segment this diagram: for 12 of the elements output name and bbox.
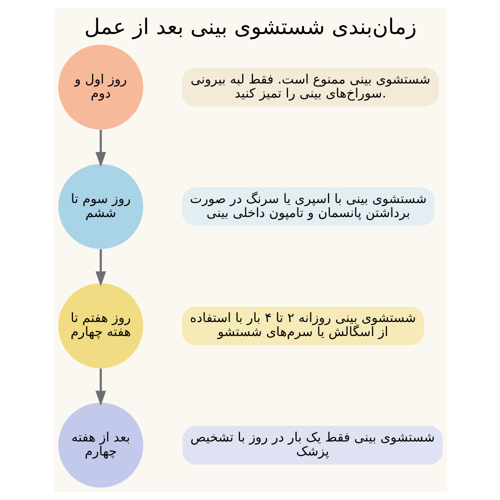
node-box: شستشوی بینی با اسپری یا سرنگ در صورت برداشتن پانسمان و تامپون داخلی بینی <box>181 187 434 226</box>
arrow <box>95 130 106 168</box>
node-circle: روز هفتم تا هفته چهارم <box>58 283 143 368</box>
node-box: شستشوی بینی ممنوع است. فقط لبه بیرونی سوراخ‌های بینی را تمیز کنید. <box>181 68 438 106</box>
node-box: شستشوی بینی فقط یک بار در روز با تشخیص پزشک <box>182 426 442 464</box>
node-box: شستشوی بینی روزانه ۲ تا ۴ بار با استفاده از اسگالش یا سرم‌های شستشو <box>181 306 424 346</box>
node-circle: بعد از هفته چهارم <box>58 402 143 488</box>
node-circle: روز سوم تا ششم <box>58 164 143 249</box>
diagram-title: زمان‌بندی شستشوی بینی بعد از عمل <box>84 14 416 40</box>
arrow <box>95 368 106 406</box>
arrow <box>95 249 106 286</box>
node-circle: روز اول و دوم <box>58 44 143 130</box>
